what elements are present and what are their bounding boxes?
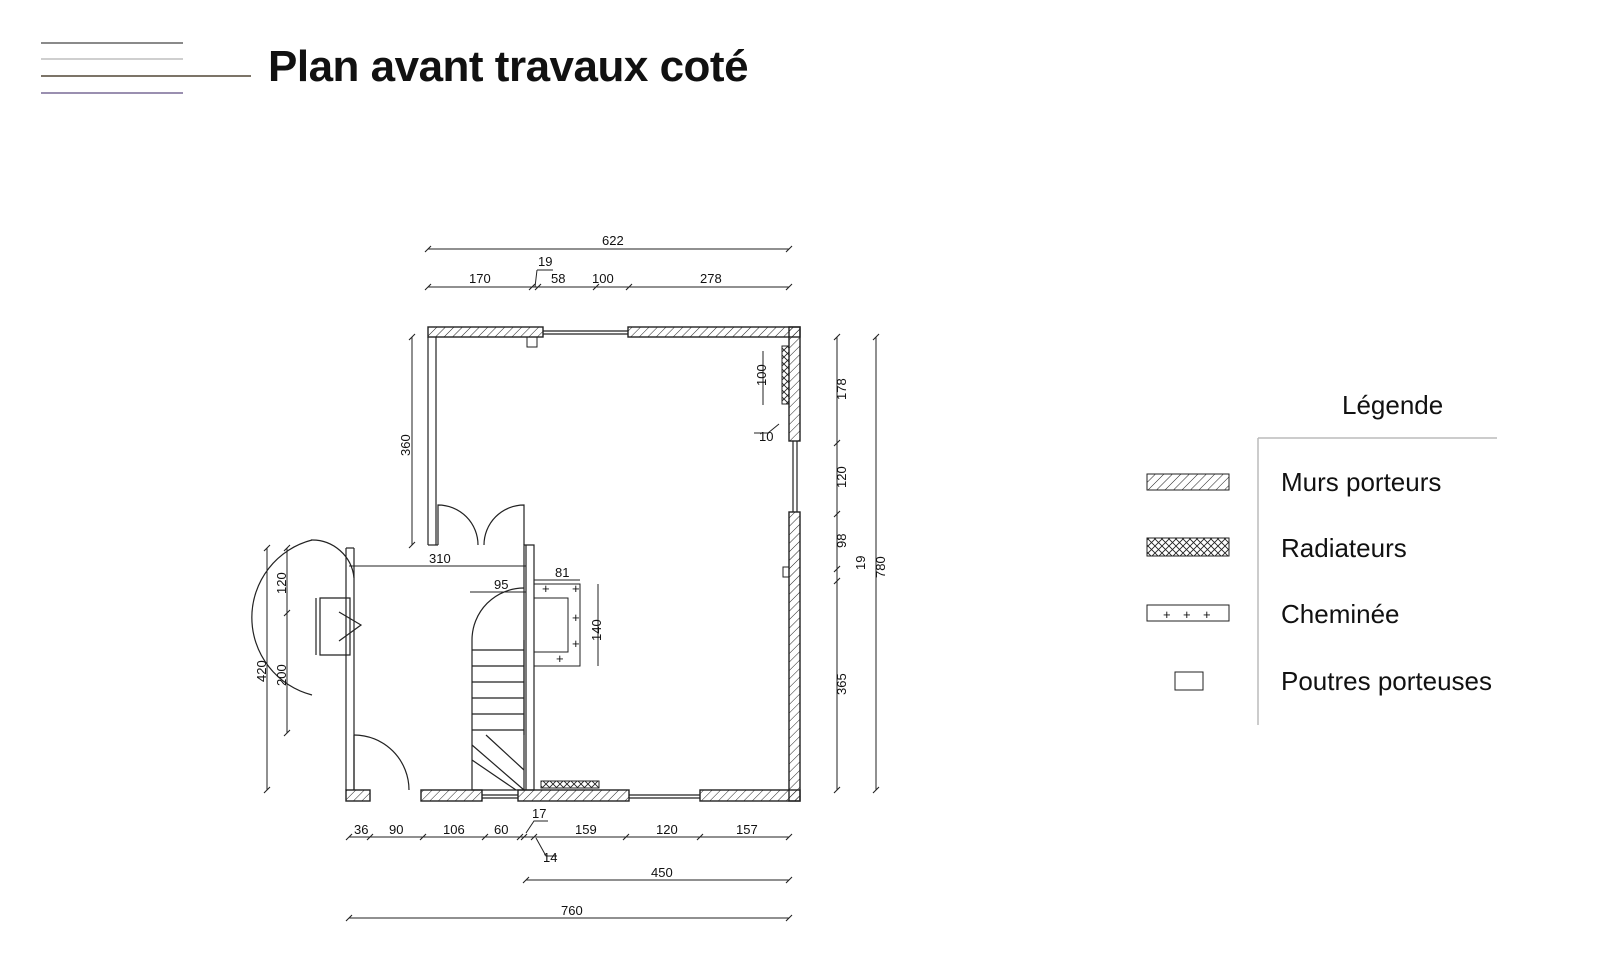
svg-text:+: + — [1183, 607, 1191, 622]
svg-text:+: + — [556, 651, 564, 666]
dim-left-seg-2: 200 — [274, 664, 289, 686]
wall-top-right — [627, 326, 801, 338]
doors — [251, 504, 525, 791]
dimension-ticks — [263, 245, 880, 922]
dim-bottom-overall: 760 — [561, 903, 583, 918]
wall-bottom-2 — [420, 789, 483, 802]
dim-right-seg-4: 19 — [853, 556, 868, 570]
svg-text:+: + — [572, 581, 580, 596]
wall-bottom-4 — [699, 789, 801, 802]
dim-left-upper: 360 — [398, 434, 413, 456]
dim-bottom-seg-7: 159 — [575, 822, 597, 837]
fireplace: + + + + + — [533, 581, 581, 667]
legend-item-label: Murs porteurs — [1281, 467, 1441, 497]
dimension-lines — [266, 248, 877, 919]
legend-title: Légende — [1342, 390, 1443, 420]
wall-top-left — [427, 326, 544, 338]
radiator-bottom — [540, 780, 600, 789]
dim-int-b: 10 — [759, 429, 773, 444]
wall-bottom-3 — [517, 789, 630, 802]
partition-walls — [315, 330, 798, 799]
legend-item-label: Cheminée — [1281, 599, 1400, 629]
header-decoration — [41, 42, 251, 94]
legend-item-label: Radiateurs — [1281, 533, 1407, 563]
dim-int-a: 100 — [754, 364, 769, 386]
dim-bottom-seg-4: 60 — [494, 822, 508, 837]
radiator-right — [781, 345, 790, 405]
legend: Légende Murs porteurs Radiateurs + + + C… — [1146, 390, 1497, 725]
dim-top-seg-1: 170 — [469, 271, 491, 286]
svg-text:+: + — [572, 636, 580, 651]
dim-bottom-seg-3: 106 — [443, 822, 465, 837]
hatch-icon — [1146, 473, 1230, 491]
beam-top — [526, 336, 538, 348]
dim-bottom-seg-8: 120 — [656, 822, 678, 837]
box-icon — [1174, 671, 1204, 691]
dim-right-overall: 780 — [873, 556, 888, 578]
plus-icon: + + + — [1146, 604, 1230, 622]
dim-int-c: 310 — [429, 551, 451, 566]
dim-top-seg-5: 278 — [700, 271, 722, 286]
dim-bottom-seg-1: 36 — [354, 822, 368, 837]
svg-text:+: + — [1203, 607, 1211, 622]
wall-bottom-1 — [345, 789, 371, 802]
dim-bottom-seg-5: 17 — [532, 806, 546, 821]
dim-right-seg-5: 365 — [834, 673, 849, 695]
dim-top-seg-4: 100 — [592, 271, 614, 286]
staircase — [471, 587, 525, 791]
dim-int-e: 81 — [555, 565, 569, 580]
dim-bottom-partial: 450 — [651, 865, 673, 880]
dim-top-seg-2: 19 — [538, 254, 552, 269]
dim-bottom-seg-6: 14 — [543, 850, 557, 865]
dim-left-seg-1: 120 — [274, 572, 289, 594]
dim-top-overall: 622 — [602, 233, 624, 248]
wall-right-upper — [788, 326, 801, 442]
dim-int-d: 95 — [494, 577, 508, 592]
crosshatch-icon — [1146, 537, 1230, 557]
legend-item-label: Poutres porteuses — [1281, 666, 1492, 696]
dim-bottom-seg-9: 157 — [736, 822, 758, 837]
dim-right-seg-3: 98 — [834, 534, 849, 548]
wall-right-lower — [788, 511, 801, 802]
dimension-labels: 622 170 19 58 100 278 178 120 98 19 365 … — [254, 233, 888, 918]
bearing-walls — [345, 326, 801, 802]
svg-text:+: + — [542, 581, 550, 596]
page-title: Plan avant travaux coté — [268, 42, 749, 91]
dim-bottom-seg-2: 90 — [389, 822, 403, 837]
dim-right-seg-1: 178 — [834, 378, 849, 400]
dim-left-overall: 420 — [254, 660, 269, 682]
dim-top-seg-3: 58 — [551, 271, 565, 286]
dim-right-seg-2: 120 — [834, 466, 849, 488]
svg-text:+: + — [572, 610, 580, 625]
dim-int-f: 140 — [589, 619, 604, 641]
svg-text:+: + — [1163, 607, 1171, 622]
beam-right — [782, 566, 790, 578]
